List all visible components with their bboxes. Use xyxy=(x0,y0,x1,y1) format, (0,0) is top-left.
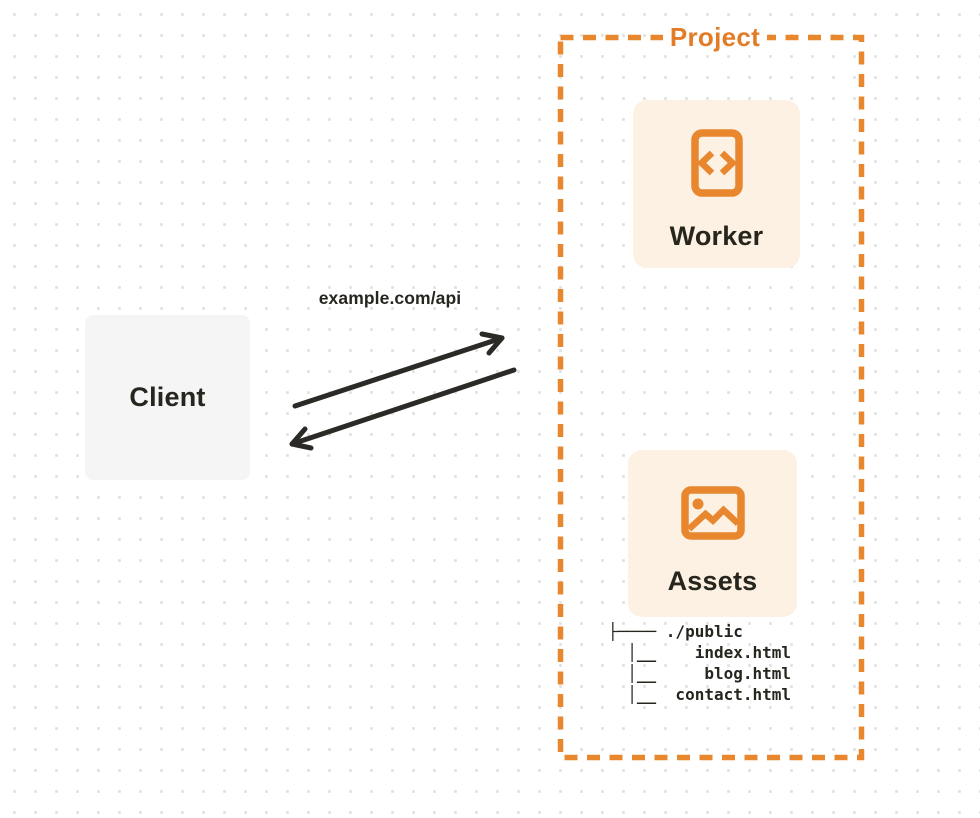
project-group-title: Project xyxy=(645,20,785,55)
worker-node-label: Worker xyxy=(669,221,764,251)
client-node: Client xyxy=(85,315,250,480)
worker-node: Worker xyxy=(633,100,800,268)
assets-node: Assets xyxy=(628,450,797,617)
assets-node-label: Assets xyxy=(667,566,758,596)
image-icon xyxy=(680,486,745,540)
project-group-title-text: Project xyxy=(662,22,768,53)
client-node-label: Client xyxy=(129,382,206,412)
response-arrow xyxy=(289,367,517,451)
file-tree-line: │__ blog.html xyxy=(608,664,792,683)
request-arrow xyxy=(292,331,505,409)
assets-file-tree: ├──── ./public │__ index.html │__ blog.h… xyxy=(608,621,791,705)
request-url-label: example.com/api xyxy=(318,288,462,308)
code-document-icon xyxy=(690,129,743,197)
file-tree-line: │__ index.html xyxy=(608,643,792,662)
file-tree-line: │__ contact.html xyxy=(608,685,792,704)
file-tree-line: ├──── ./public xyxy=(608,622,743,641)
